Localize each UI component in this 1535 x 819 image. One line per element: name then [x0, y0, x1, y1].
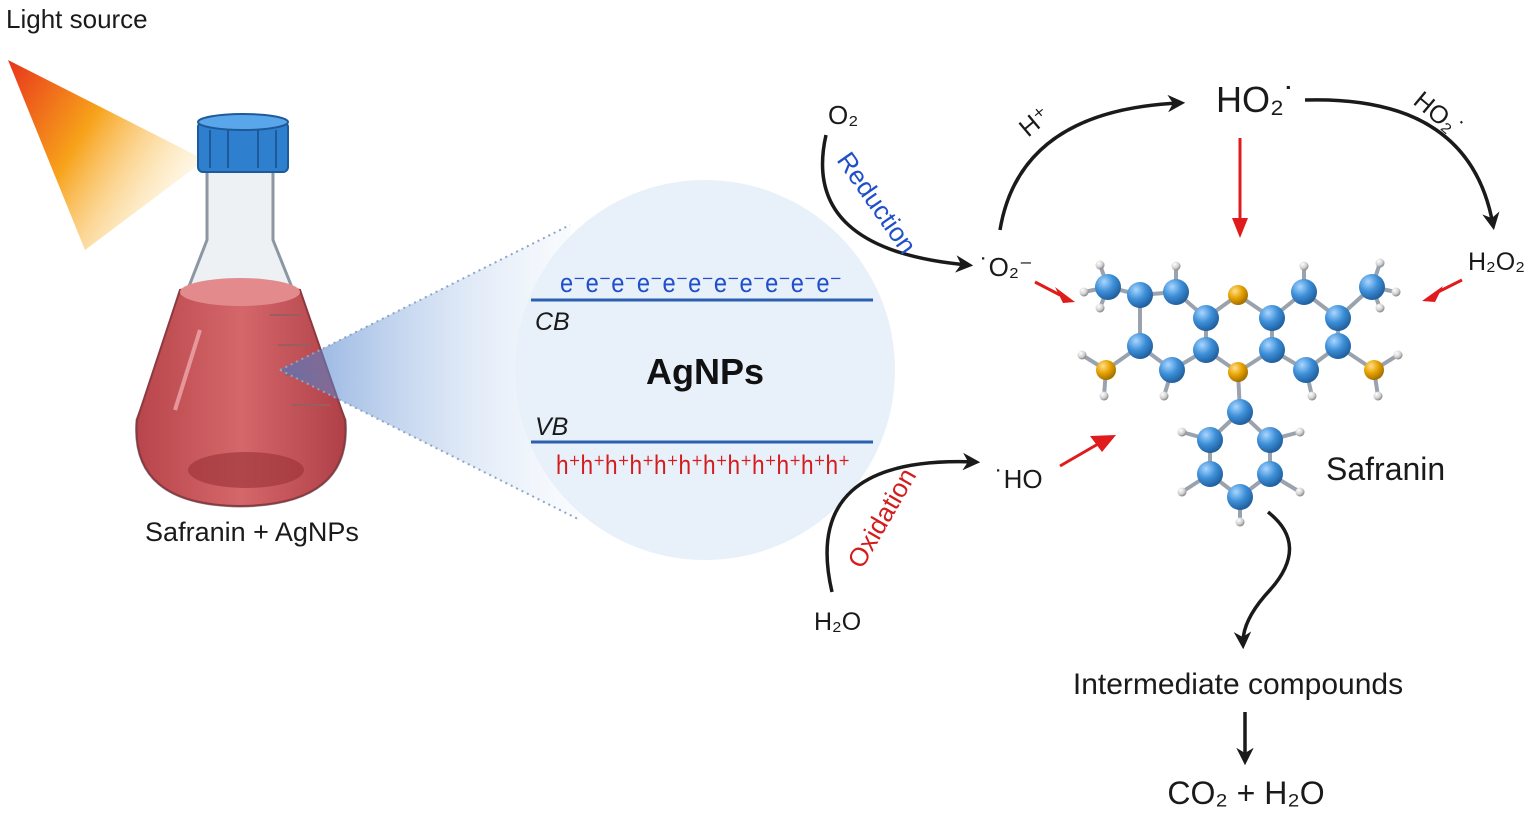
electrons-row: e⁻e⁻e⁻e⁻e⁻e⁻e⁻e⁻e⁻e⁻e⁻	[560, 268, 842, 298]
vb-label: VB	[535, 413, 568, 441]
hydrogen-atom	[1177, 487, 1187, 497]
holes-row: h⁺h⁺h⁺h⁺h⁺h⁺h⁺h⁺h⁺h⁺h⁺h⁺	[556, 450, 850, 480]
hydroxyl-label: ˙HO	[995, 464, 1043, 494]
carbon-atom	[1193, 337, 1219, 363]
carbon-atom	[1325, 305, 1351, 331]
hydrogen-atom	[1095, 260, 1105, 270]
superoxide-to-ho2-arrow	[998, 94, 1186, 231]
agnps-zoom-circle	[515, 180, 895, 560]
carbon-atom	[1257, 461, 1283, 487]
nitrogen-atom	[1364, 360, 1384, 380]
intermediate-label: Intermediate compounds	[1073, 668, 1403, 701]
nitrogen-atom	[1228, 362, 1248, 382]
hydrogen-atom	[1307, 391, 1317, 401]
h-plus-label: H⁺	[1014, 101, 1056, 143]
hydrogen-atom	[1171, 261, 1181, 271]
hydrogen-atom	[1099, 391, 1109, 401]
hydrogen-atom	[1375, 303, 1385, 313]
reduction-arrow	[820, 134, 974, 273]
carbon-atom	[1095, 274, 1121, 300]
carbon-atom	[1359, 274, 1385, 300]
o2-label: O₂	[828, 100, 858, 130]
hydrogen-atom	[1375, 258, 1385, 268]
hydrogen-atom	[1079, 287, 1089, 297]
ho2-label: HO₂˙	[1216, 79, 1296, 120]
ho2-arc-label: HO₂˙	[1408, 86, 1469, 143]
ho2-to-h2o2-arrow	[1304, 98, 1500, 231]
hydrogen-atom	[1177, 427, 1187, 437]
hydrogen-atom	[1295, 427, 1305, 437]
carbon-atom	[1259, 305, 1285, 331]
nitrogen-atom	[1096, 360, 1116, 380]
hydrogen-atom	[1077, 350, 1087, 360]
carbon-atom	[1257, 427, 1283, 453]
zoom-beam	[280, 225, 580, 520]
light-beam	[8, 60, 205, 250]
attack-arrows	[1034, 138, 1463, 468]
hydrogen-atom	[1393, 350, 1403, 360]
hydrogen-atom	[1391, 287, 1401, 297]
product-label: CO₂ + H₂O	[1167, 775, 1324, 811]
carbon-atom	[1259, 337, 1285, 363]
cb-label: CB	[535, 308, 570, 336]
carbon-atom	[1127, 282, 1153, 308]
carbon-atom	[1291, 279, 1317, 305]
carbon-atom	[1325, 333, 1351, 359]
attack-arrow-hydroxyl	[1059, 435, 1116, 468]
molecule-label: Safranin	[1326, 451, 1445, 487]
safranin-molecule	[1077, 258, 1403, 527]
hydrogen-atom	[1295, 487, 1305, 497]
carbon-atom	[1163, 279, 1189, 305]
hydrogen-atom	[1373, 391, 1383, 401]
carbon-atom	[1227, 484, 1253, 510]
h2o2-label: H₂O₂	[1468, 248, 1525, 276]
carbon-atom	[1193, 305, 1219, 331]
h2o-label: H₂O	[814, 608, 861, 636]
nitrogen-atom	[1228, 285, 1248, 305]
hydrogen-atom	[1095, 303, 1105, 313]
hydrogen-atom	[1159, 391, 1169, 401]
hydrogen-atom	[1235, 517, 1245, 527]
light-source-label: Light source	[6, 4, 148, 34]
attack-arrow-h2o2	[1422, 278, 1463, 302]
hydrogen-atom	[1299, 261, 1309, 271]
carbon-atom	[1127, 333, 1153, 359]
flask-label: Safranin + AgNPs	[145, 517, 359, 547]
carbon-atom	[1197, 427, 1223, 453]
catalyst-label: AgNPs	[646, 351, 764, 392]
carbon-atom	[1227, 399, 1253, 425]
carbon-atom	[1293, 357, 1319, 383]
superoxide-label: ˙O₂⁻	[980, 252, 1033, 282]
molecule-to-intermediate-arrow	[1233, 510, 1292, 650]
carbon-atom	[1159, 357, 1185, 383]
carbon-atom	[1197, 461, 1223, 487]
attack-arrow-ho2	[1232, 138, 1248, 238]
flask	[135, 113, 347, 508]
oxidation-arrow	[825, 452, 981, 593]
attack-arrow-superoxide	[1034, 280, 1075, 303]
